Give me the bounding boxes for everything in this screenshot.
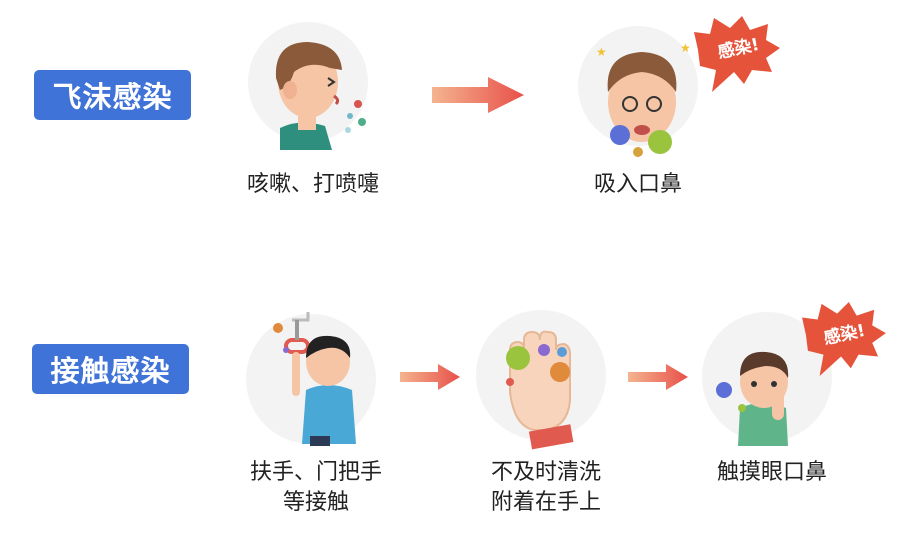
droplet-infection-tag-label: 飞沫感染 [52,80,173,114]
svg-text:★: ★ [596,45,607,59]
coughing-person-illustration [275,42,366,150]
infection-burst-icon [802,301,886,377]
hand-caption: 不及时清洗 附着在手上 [490,460,601,515]
droplet-infection-tag: 飞沫感染 [34,70,191,120]
contact-infection-tag-label: 接触感染 [50,354,171,388]
infected-person-illustration: ★ ★ [596,41,691,157]
handrail-boy-illustration [273,312,356,446]
infection-burst-icon [694,16,780,92]
inhale-caption: 吸入口鼻 [593,172,682,197]
arrow-right-icon [628,364,688,390]
germ-hand-illustration [506,330,574,450]
touch-face-boy-illustration [716,351,789,446]
svg-text:★: ★ [680,41,691,55]
contact-infection-tag: 接触感染 [32,344,189,394]
handrail-caption: 扶手、门把手 等接触 [249,460,382,515]
arrow-right-icon [400,364,460,390]
cough-caption: 咳嗽、打喷嚏 [246,172,379,197]
touch-face-caption: 触摸眼口鼻 [716,460,827,485]
arrow-right-icon [432,77,524,113]
